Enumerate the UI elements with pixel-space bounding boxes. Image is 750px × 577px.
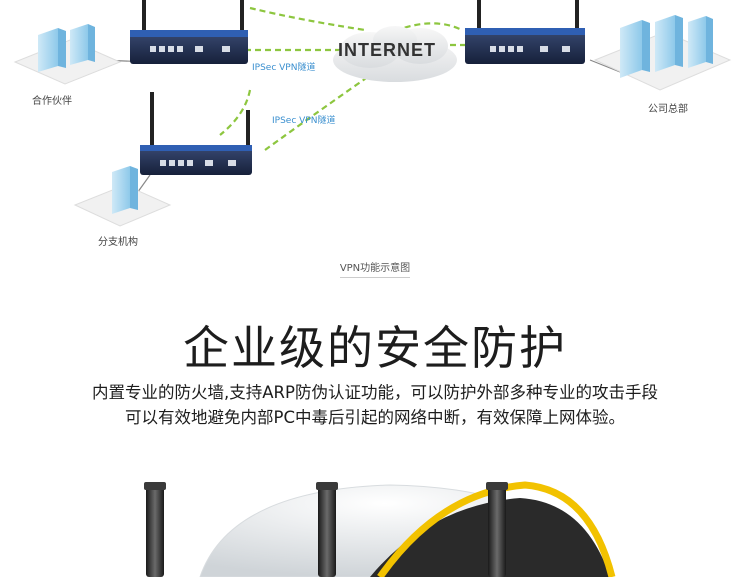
section-title: 企业级的安全防护 bbox=[183, 321, 567, 375]
vpn-diagram bbox=[13, 0, 732, 227]
hero-antennas bbox=[144, 482, 508, 577]
vpn-tunnel-lines bbox=[219, 6, 470, 151]
hq-building bbox=[593, 15, 732, 91]
router-hq bbox=[465, 0, 585, 64]
partner-building bbox=[13, 24, 122, 85]
branch-building bbox=[73, 166, 172, 227]
router-hero-image bbox=[144, 481, 616, 577]
partner-label: 合作伙伴 bbox=[32, 96, 72, 107]
branch-label: 分支机构 bbox=[98, 237, 138, 248]
diagram-caption-text: VPN功能示意图 bbox=[339, 263, 411, 278]
internet-cloud bbox=[333, 26, 457, 82]
internet-label: INTERNET bbox=[338, 40, 436, 60]
router-branch bbox=[140, 92, 252, 175]
tunnel-label-bottom: IPSec VPN隧道 bbox=[272, 116, 336, 126]
hq-label: 公司总部 bbox=[648, 104, 688, 115]
router-partner bbox=[130, 0, 248, 64]
section-desc-line1: 内置专业的防火墙,支持ARP防伪认证功能，可以防护外部多种专业的攻击手段 bbox=[92, 383, 658, 402]
diagram-caption: VPN功能示意图 bbox=[0, 259, 750, 278]
wired-links bbox=[99, 59, 621, 211]
tunnel-label-top: IPSec VPN隧道 bbox=[252, 63, 316, 73]
section-desc-line2: 可以有效地避免内部PC中毒后引起的网络中断，有效保障上网体验。 bbox=[125, 408, 625, 427]
